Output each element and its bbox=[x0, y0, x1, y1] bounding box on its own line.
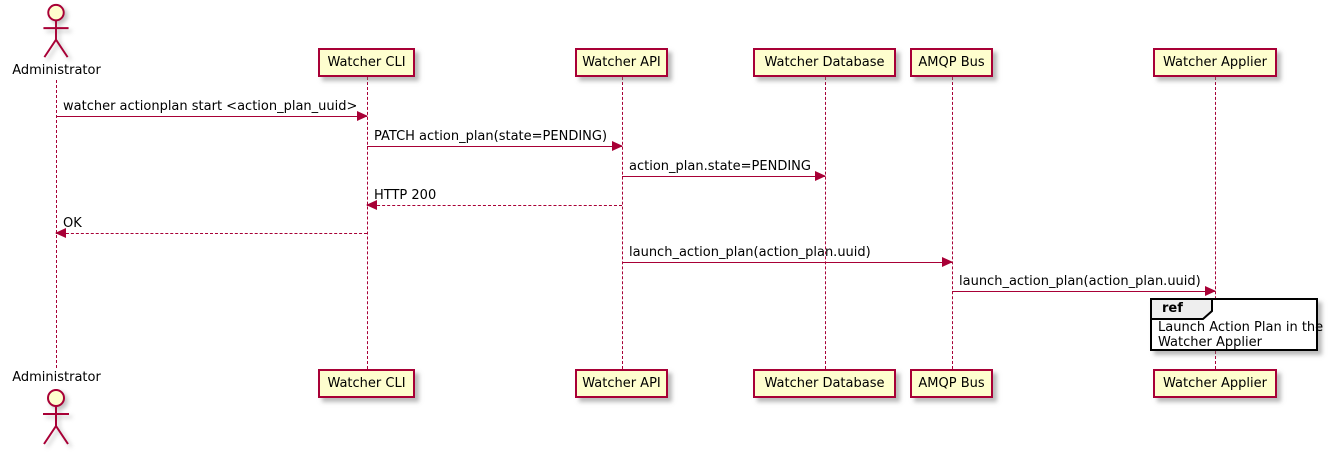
lifeline-administrator bbox=[56, 80, 57, 368]
participant-watcher-database-bottom: Watcher Database bbox=[753, 369, 896, 398]
message-label: action_plan.state=PENDING bbox=[629, 159, 811, 174]
participant-watcher-api-bottom: Watcher API bbox=[575, 369, 668, 398]
arrowhead-icon bbox=[612, 141, 623, 151]
message-line bbox=[622, 262, 952, 263]
message-label: launch_action_plan(action_plan.uuid) bbox=[629, 245, 871, 260]
message-state-pending: action_plan.state=PENDING bbox=[622, 159, 826, 181]
message-http-200: HTTP 200 bbox=[366, 188, 622, 210]
participant-amqp-bus-top: AMQP Bus bbox=[910, 48, 993, 77]
message-label: OK bbox=[63, 216, 82, 231]
message-label: watcher actionplan start <action_plan_uu… bbox=[63, 99, 358, 114]
message-launch-action-plan-applier: launch_action_plan(action_plan.uuid) bbox=[952, 274, 1216, 296]
participant-watcher-database-top: Watcher Database bbox=[753, 48, 896, 77]
participant-watcher-applier-top: Watcher Applier bbox=[1153, 48, 1277, 77]
ref-tab-icon bbox=[1150, 298, 1213, 320]
arrowhead-icon bbox=[1205, 286, 1216, 296]
arrowhead-icon bbox=[55, 228, 66, 238]
lifeline-watcher-api bbox=[622, 77, 623, 369]
arrowhead-icon bbox=[357, 111, 368, 121]
message-line bbox=[367, 146, 622, 147]
message-label: HTTP 200 bbox=[374, 188, 437, 203]
ref-line-2: Watcher Applier bbox=[1158, 335, 1262, 350]
actor-icon bbox=[43, 3, 69, 58]
message-line bbox=[56, 116, 367, 117]
participant-watcher-cli-bottom: Watcher CLI bbox=[318, 369, 415, 398]
message-line bbox=[622, 176, 825, 177]
actor-icon bbox=[43, 389, 69, 445]
actor-administrator-label-top: Administrator bbox=[12, 63, 101, 78]
ref-line-1: Launch Action Plan in the bbox=[1158, 320, 1324, 335]
message-line bbox=[952, 291, 1215, 292]
actor-administrator-label-bottom: Administrator bbox=[12, 370, 101, 385]
participant-watcher-cli-top: Watcher CLI bbox=[318, 48, 415, 77]
arrowhead-icon bbox=[942, 257, 953, 267]
message-label: PATCH action_plan(state=PENDING) bbox=[374, 129, 608, 144]
ref-keyword: ref bbox=[1162, 301, 1183, 316]
participant-watcher-applier-bottom: Watcher Applier bbox=[1153, 369, 1277, 398]
participant-watcher-api-top: Watcher API bbox=[575, 48, 668, 77]
message-ok: OK bbox=[55, 216, 367, 238]
arrowhead-icon bbox=[366, 200, 377, 210]
message-line bbox=[56, 233, 367, 234]
message-launch-action-plan-amqp: launch_action_plan(action_plan.uuid) bbox=[622, 245, 953, 267]
lifeline-watcher-database bbox=[825, 77, 826, 369]
lifeline-watcher-applier bbox=[1215, 77, 1216, 369]
message-label: launch_action_plan(action_plan.uuid) bbox=[959, 274, 1201, 289]
participant-amqp-bus-bottom: AMQP Bus bbox=[910, 369, 993, 398]
message-line bbox=[367, 205, 622, 206]
lifeline-watcher-cli bbox=[367, 77, 368, 369]
ref-fragment: ref Launch Action Plan in the Watcher Ap… bbox=[1150, 298, 1323, 351]
message-patch-action-plan: PATCH action_plan(state=PENDING) bbox=[367, 129, 623, 151]
arrowhead-icon bbox=[815, 171, 826, 181]
lifeline-amqp-bus bbox=[952, 77, 953, 369]
message-start-actionplan: watcher actionplan start <action_plan_uu… bbox=[56, 99, 368, 121]
ref-body: Launch Action Plan in the Watcher Applie… bbox=[1158, 320, 1323, 350]
